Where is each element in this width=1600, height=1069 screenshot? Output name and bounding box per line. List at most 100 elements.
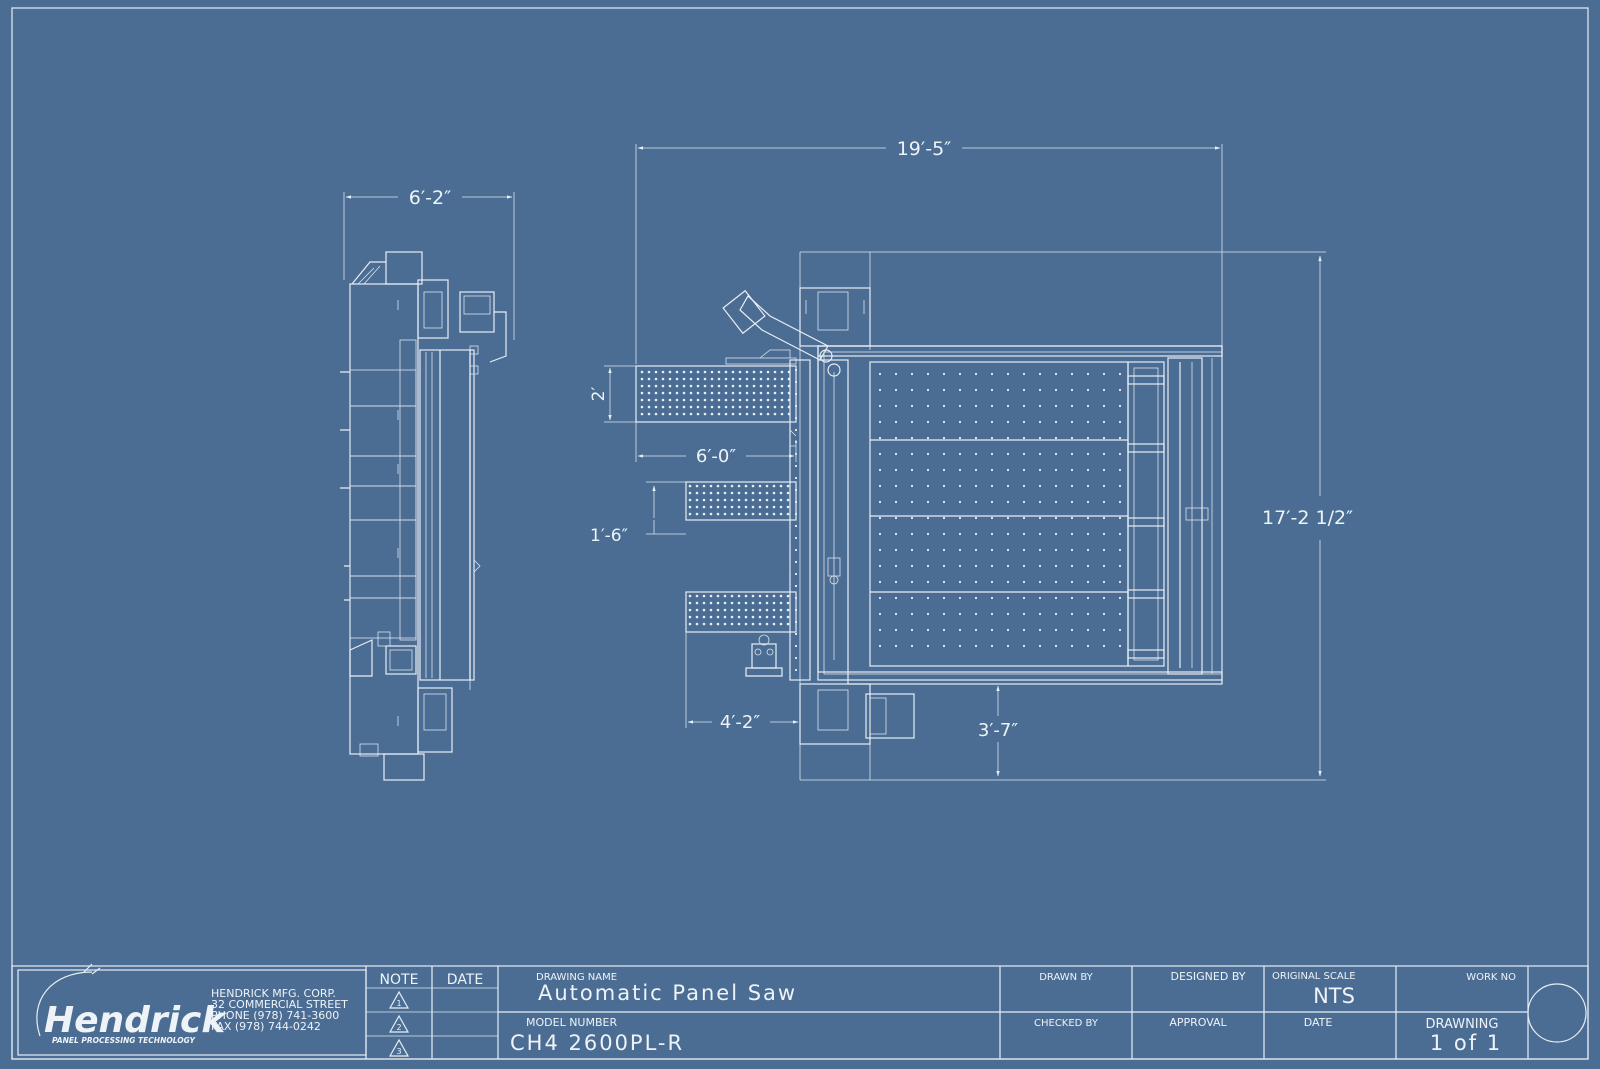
air-hole bbox=[990, 404, 994, 408]
air-hole bbox=[1006, 596, 1010, 600]
air-hole bbox=[926, 596, 930, 600]
air-hole bbox=[786, 615, 790, 619]
air-hole bbox=[958, 404, 962, 408]
air-hole bbox=[878, 644, 882, 648]
air-hole bbox=[787, 412, 791, 416]
air-hole bbox=[1086, 420, 1090, 424]
air-hole bbox=[695, 615, 699, 619]
air-hole bbox=[723, 622, 727, 626]
air-hole bbox=[990, 436, 994, 440]
air-hole bbox=[738, 370, 742, 374]
air-hole bbox=[974, 388, 978, 392]
air-hole bbox=[710, 398, 714, 402]
dim-support-gap: 1′-6″ bbox=[590, 526, 628, 546]
air-hole bbox=[696, 412, 700, 416]
air-hole bbox=[1054, 468, 1058, 472]
air-hole bbox=[724, 370, 728, 374]
air-hole bbox=[709, 601, 713, 605]
air-hole bbox=[717, 391, 721, 395]
air-hole bbox=[926, 372, 930, 376]
air-hole bbox=[1070, 580, 1074, 584]
air-hole bbox=[724, 398, 728, 402]
air-hole bbox=[738, 391, 742, 395]
air-hole bbox=[942, 452, 946, 456]
air-hole bbox=[910, 404, 914, 408]
air-hole bbox=[758, 512, 762, 516]
air-hole bbox=[702, 594, 706, 598]
air-hole bbox=[1086, 580, 1090, 584]
air-hole bbox=[1054, 372, 1058, 376]
air-hole bbox=[723, 491, 727, 495]
air-hole bbox=[926, 452, 930, 456]
drawn-by-label: DRAWN BY bbox=[1039, 972, 1093, 983]
air-hole bbox=[1054, 644, 1058, 648]
air-hole bbox=[1086, 548, 1090, 552]
air-hole bbox=[744, 512, 748, 516]
air-hole bbox=[758, 615, 762, 619]
air-hole bbox=[1038, 564, 1042, 568]
air-hole bbox=[878, 372, 882, 376]
air-hole bbox=[716, 512, 720, 516]
air-hole bbox=[1054, 612, 1058, 616]
air-hole bbox=[910, 420, 914, 424]
air-hole bbox=[1054, 452, 1058, 456]
air-hole bbox=[942, 628, 946, 632]
air-hole bbox=[1070, 372, 1074, 376]
air-hole bbox=[1006, 612, 1010, 616]
model-number-label: MODEL NUMBER bbox=[526, 1016, 617, 1029]
air-hole bbox=[1102, 532, 1106, 536]
air-hole bbox=[1006, 644, 1010, 648]
air-hole bbox=[682, 391, 686, 395]
air-hole bbox=[1070, 596, 1074, 600]
air-hole bbox=[695, 601, 699, 605]
air-hole bbox=[1022, 644, 1026, 648]
air-hole bbox=[786, 512, 790, 516]
air-hole bbox=[751, 505, 755, 509]
air-hole bbox=[688, 622, 692, 626]
air-hole bbox=[878, 452, 882, 456]
air-hole bbox=[661, 398, 665, 402]
air-hole bbox=[786, 498, 790, 502]
air-hole bbox=[640, 398, 644, 402]
air-hole bbox=[1070, 628, 1074, 632]
air-hole bbox=[926, 484, 930, 488]
air-hole bbox=[1086, 372, 1090, 376]
air-hole bbox=[1006, 580, 1010, 584]
air-hole bbox=[1070, 532, 1074, 536]
air-hole bbox=[1006, 436, 1010, 440]
air-hole bbox=[974, 516, 978, 520]
air-hole bbox=[942, 468, 946, 472]
plan-view: 19′-5″ 17′-2 1/2″ bbox=[589, 138, 1353, 781]
air-hole bbox=[910, 548, 914, 552]
air-hole bbox=[688, 491, 692, 495]
air-hole bbox=[974, 484, 978, 488]
air-hole bbox=[910, 468, 914, 472]
air-hole bbox=[731, 398, 735, 402]
air-hole bbox=[688, 608, 692, 612]
air-hole bbox=[894, 404, 898, 408]
air-hole bbox=[894, 500, 898, 504]
air-hole bbox=[942, 516, 946, 520]
air-hole bbox=[765, 615, 769, 619]
air-hole bbox=[1070, 548, 1074, 552]
air-hole bbox=[1070, 644, 1074, 648]
air-hole bbox=[942, 644, 946, 648]
air-hole bbox=[780, 405, 784, 409]
air-hole bbox=[730, 491, 734, 495]
air-hole bbox=[709, 491, 713, 495]
air-hole bbox=[1006, 500, 1010, 504]
hendrick-logo: Hendrick PANEL PROCESSING TECHNOLOGY bbox=[36, 963, 227, 1045]
air-hole bbox=[1022, 388, 1026, 392]
support-table-holes bbox=[640, 370, 791, 626]
air-hole bbox=[958, 612, 962, 616]
air-hole bbox=[1086, 516, 1090, 520]
side-view: 6′-2″ bbox=[340, 187, 515, 781]
air-hole bbox=[786, 505, 790, 509]
air-hole bbox=[1118, 644, 1122, 648]
air-hole bbox=[730, 622, 734, 626]
air-hole bbox=[1054, 596, 1058, 600]
air-hole bbox=[1054, 532, 1058, 536]
air-hole bbox=[894, 644, 898, 648]
air-hole bbox=[942, 548, 946, 552]
air-hole bbox=[878, 468, 882, 472]
